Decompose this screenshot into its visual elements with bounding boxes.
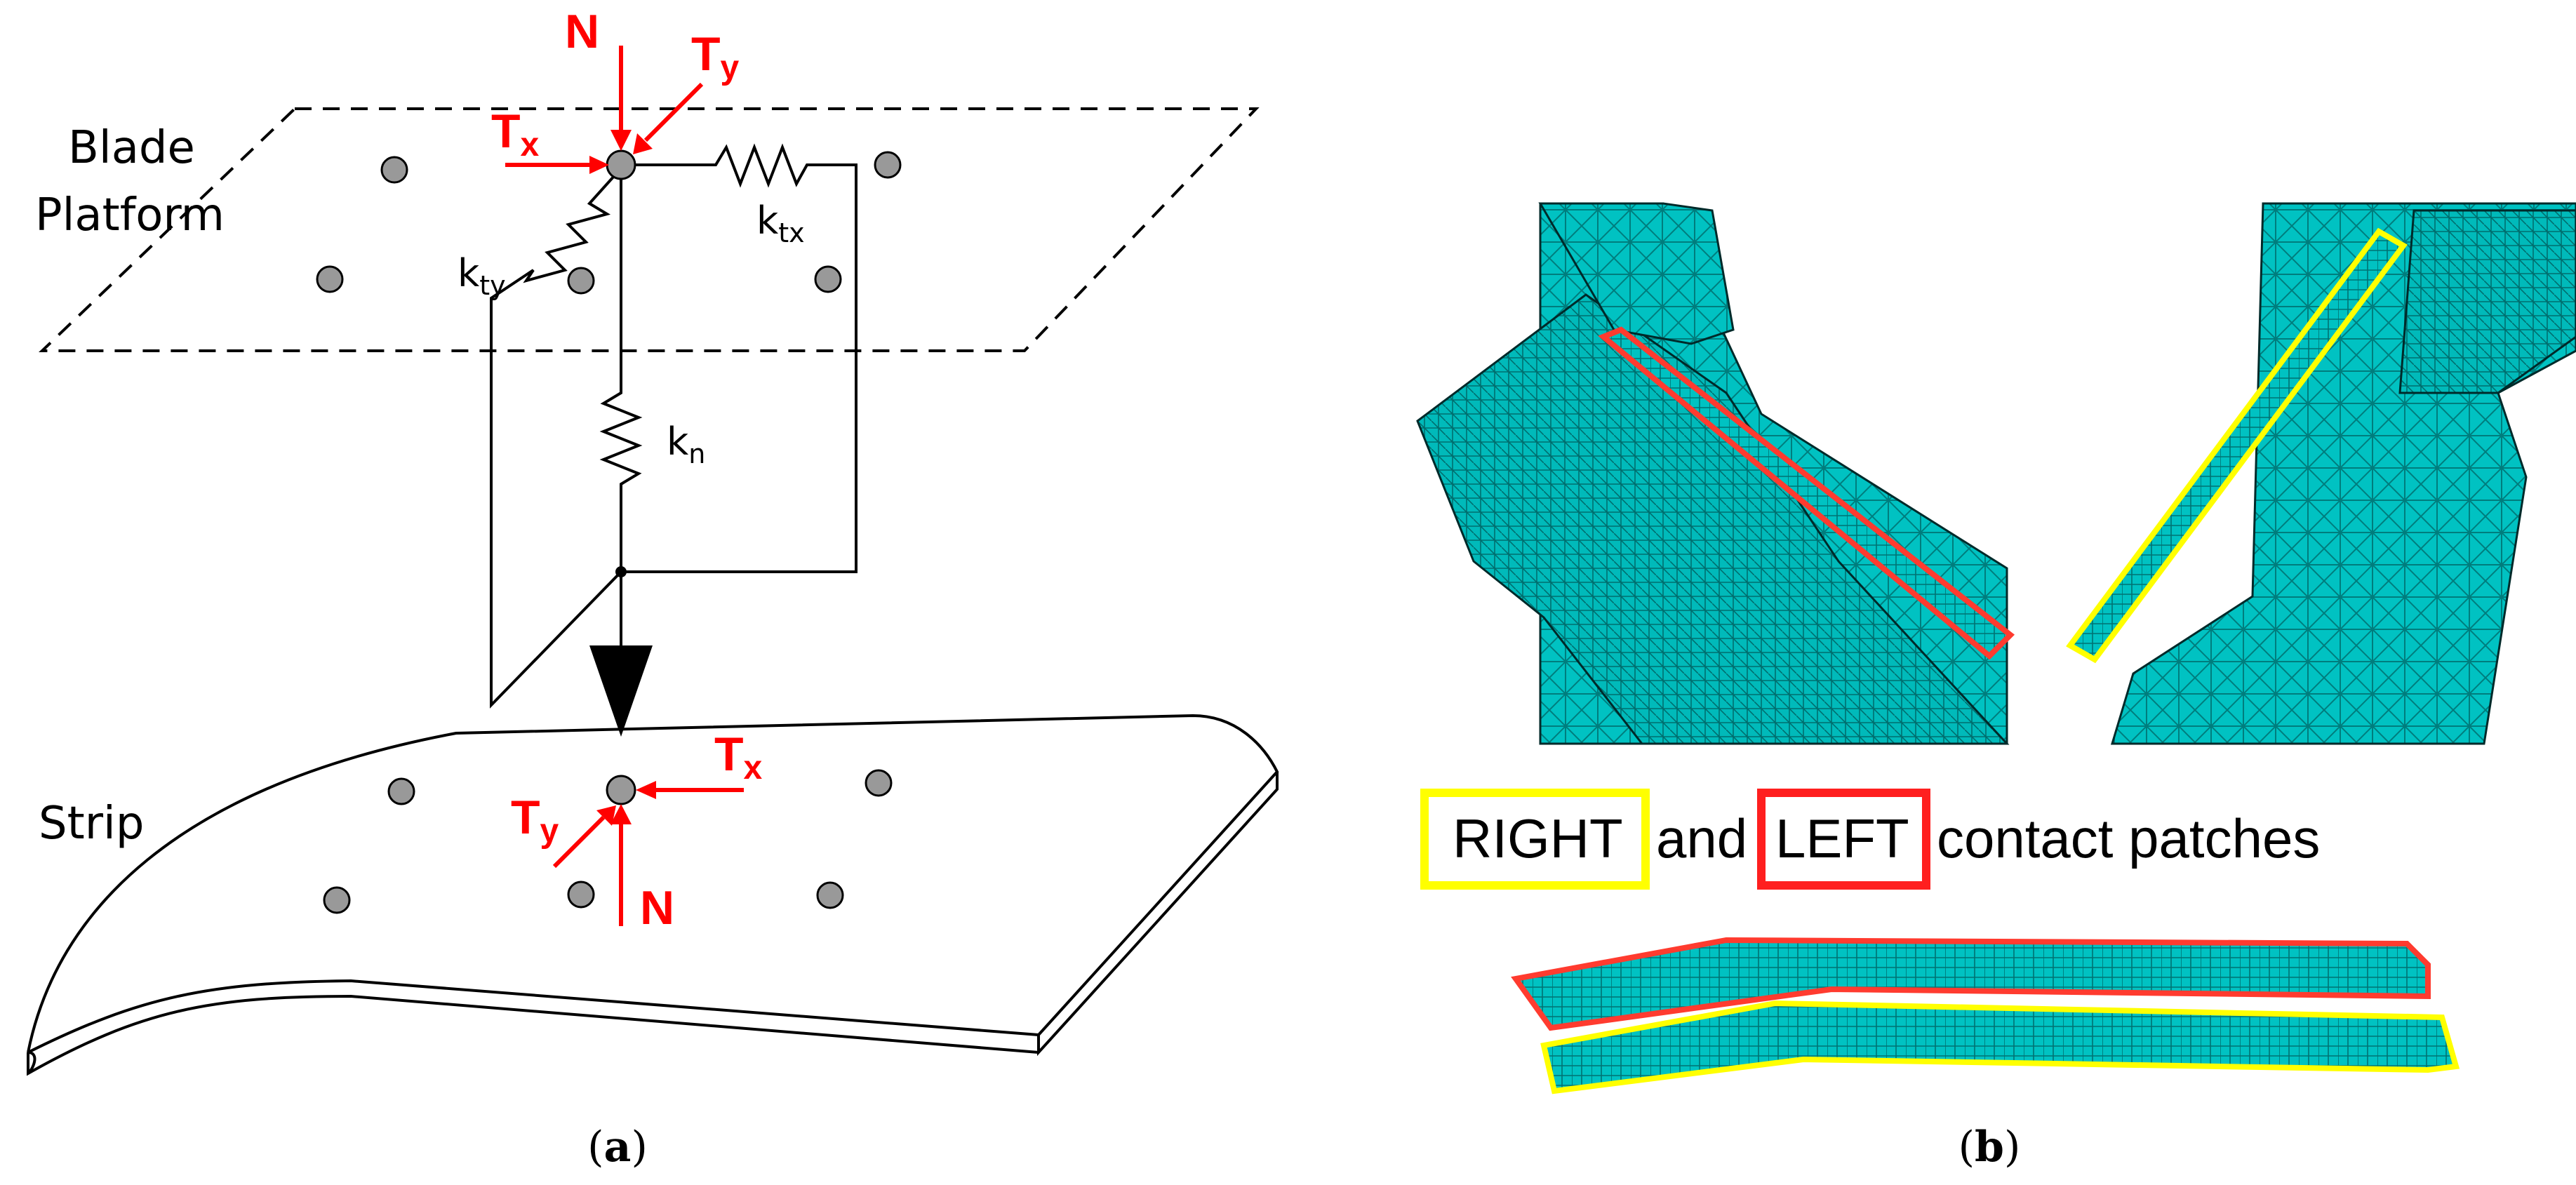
caption-a: (a) — [587, 1123, 648, 1172]
right-label-box — [1420, 789, 1650, 890]
normal-spring — [599, 168, 643, 645]
top-ty-sub: y — [721, 49, 740, 86]
left-label: LEFT — [1775, 808, 1909, 869]
k-tx-k: k — [756, 199, 779, 243]
top-ty-T: T — [691, 27, 721, 81]
contact-arrow-head — [589, 645, 653, 737]
tangential-y-spring — [490, 167, 622, 709]
spring-junction-node — [615, 566, 627, 577]
bottom-force-arrows — [552, 781, 744, 926]
caption-a-letter: a — [604, 1123, 632, 1172]
strip-nodes — [323, 769, 893, 914]
top-tx-T: T — [491, 105, 521, 158]
contact-patches-label: contact patches — [1937, 808, 2320, 869]
k-n-sub: n — [688, 438, 705, 469]
k-tx-sub: tx — [778, 217, 804, 248]
caption-b-open: ( — [1958, 1123, 1975, 1172]
k-n-label: kn — [667, 420, 705, 469]
top-normal-force-label: N — [565, 5, 599, 58]
k-ty-label: kty — [458, 251, 506, 301]
blade-label: Blade — [68, 122, 195, 174]
panel-b-mesh: RIGHT and LEFT contact patches (b) — [1416, 202, 2576, 1172]
k-ty-k: k — [458, 251, 480, 295]
k-tx-label: ktx — [756, 199, 805, 248]
caption-b-close: ) — [2004, 1123, 2020, 1172]
caption-b-letter: b — [1975, 1123, 2004, 1172]
strip-label: Strip — [39, 798, 144, 850]
bottom-ty-T: T — [511, 791, 540, 844]
bottom-ty-sub: y — [540, 812, 559, 850]
platform-nodes — [316, 149, 902, 295]
top-tx-sub: x — [521, 126, 540, 163]
left-blade-mesh — [1416, 202, 2010, 745]
k-n-k: k — [667, 420, 689, 464]
right-contact-patch — [2066, 227, 2408, 664]
bottom-tx-label: Tx — [714, 728, 763, 786]
bottom-normal-force-label: N — [640, 881, 674, 935]
left-label-box — [1757, 789, 1930, 890]
bottom-tx-sub: x — [744, 749, 763, 786]
top-force-arrows — [505, 46, 704, 174]
caption-b: (b) — [1958, 1123, 2021, 1172]
panel-a-diagram: Blade Platform Strip N Tx Ty N Tx Ty kty… — [27, 5, 1279, 1172]
caption-a-open: ( — [587, 1123, 603, 1172]
strip-body — [27, 714, 1279, 1076]
top-tx-label: Tx — [491, 105, 540, 163]
bottom-ty-label: Ty — [511, 791, 559, 850]
bottom-tx-T: T — [714, 728, 744, 781]
platform-label: Platform — [35, 189, 225, 241]
and-label: and — [1656, 808, 1747, 869]
blade-platform-plane — [39, 107, 1260, 352]
left-contact-patch — [1598, 326, 2015, 660]
right-label: RIGHT — [1453, 808, 1623, 869]
left-strip-extracted — [1511, 937, 2431, 1031]
top-ty-label: Ty — [691, 27, 740, 86]
caption-a-close: ) — [631, 1123, 647, 1172]
tangential-x-spring — [621, 143, 857, 573]
right-blade-mesh — [2110, 202, 2576, 745]
k-ty-sub: ty — [479, 270, 505, 301]
right-strip-extracted — [1540, 1000, 2460, 1094]
